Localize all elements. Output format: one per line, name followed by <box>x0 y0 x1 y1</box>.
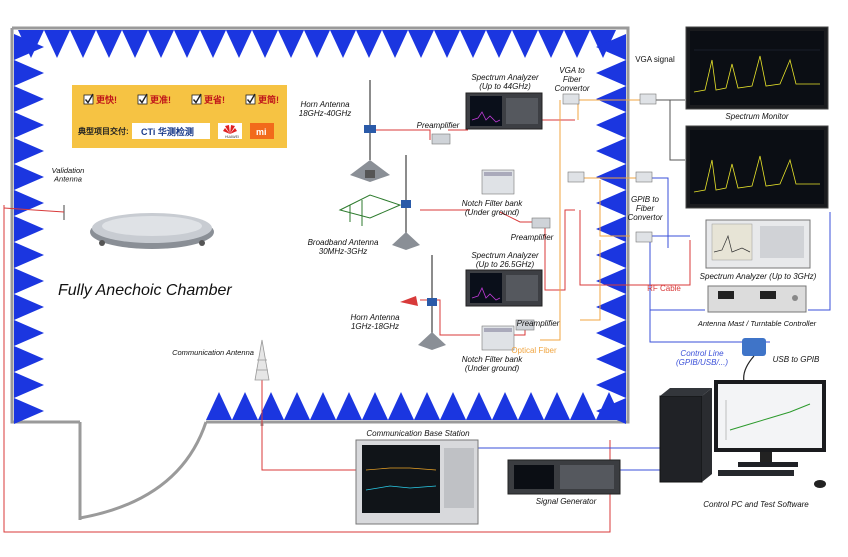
preamplifier-1 <box>431 133 451 145</box>
label-spec-44: Spectrum Analyzer(Up to 44GHz) <box>471 73 539 91</box>
vga-fiber-convertor-b <box>639 93 657 105</box>
promo-item-0: 更快! <box>96 94 117 105</box>
label-preamp-1: Preamplifier <box>417 121 460 130</box>
huawei-logo-text: HUAWEI <box>225 135 239 139</box>
huawei-logo-icon <box>223 125 237 134</box>
vga-fiber-convertor-a <box>562 93 580 105</box>
promo-item-2: 更省! <box>204 94 225 105</box>
label-communication-antenna: Communication Antenna <box>172 348 254 357</box>
spectrum-analyzer-26ghz <box>465 269 543 307</box>
label-notch-2: Notch Filter bank(Under ground) <box>462 355 523 373</box>
cti-logo <box>132 123 210 139</box>
label-notch-1: Notch Filter bank(Under ground) <box>462 199 523 217</box>
promo-checkbox-icon <box>137 94 148 105</box>
promo-item-1: 更准! <box>150 94 171 105</box>
label-control-pc: Control PC and Test Software <box>703 500 809 509</box>
label-spec-3: Spectrum Analyzer (Up to 3GHz) <box>700 272 817 281</box>
label-base-station: Communication Base Station <box>366 429 470 438</box>
horn-antenna-high <box>350 80 390 182</box>
promo-checkbox-icon <box>83 94 94 105</box>
label-optical-fiber: Optical Fiber <box>511 346 557 355</box>
check-icon <box>192 93 202 104</box>
preamplifier-2 <box>531 217 551 229</box>
broadband-antenna <box>338 155 420 250</box>
label-preamp-2: Preamplifier <box>511 233 554 242</box>
gpib-fiber-convertor-b <box>635 231 653 243</box>
huawei-logo <box>218 123 242 139</box>
antenna-mast-controller <box>707 285 807 313</box>
control-pc <box>659 380 826 488</box>
label-rf-cable: RF Cable <box>647 284 681 293</box>
notch-filter-bank-2 <box>481 325 515 351</box>
clients-label: 典型项目交付: <box>78 126 129 136</box>
usb-gpib-adapter <box>742 338 766 386</box>
chamber-title: Fully Anechoic Chamber <box>58 282 232 299</box>
label-preamp-3: Preamplifier <box>517 319 560 328</box>
spectrum-analyzer-3ghz <box>705 219 811 269</box>
cables <box>3 99 831 533</box>
absorber-wedges <box>14 30 626 424</box>
spectrum-monitor-1 <box>685 26 829 110</box>
communication-antenna <box>254 339 270 381</box>
label-control-line: Control Line(GPIB/USB/...) <box>676 349 728 367</box>
label-mast-controller: Antenna Mast / Turntable Controller <box>697 319 817 328</box>
label-usb-gpib: USB to GPIB <box>773 355 820 364</box>
notch-filter-bank-1 <box>481 169 515 195</box>
promo-item-3: 更简! <box>258 94 279 105</box>
label-signal-generator: Signal Generator <box>536 497 597 506</box>
promo-banner: 更快! 更准! 更省! 更简! 典型项目交付: CTi 华测检测 HUAWEI mi <box>72 85 287 148</box>
promo-checkbox-icon <box>191 94 202 105</box>
promo-checkbox-icon <box>245 94 256 105</box>
cti-logo-text: CTi 华测检测 <box>141 126 194 137</box>
turntable <box>90 213 214 249</box>
spectrum-monitor-2 <box>685 125 829 209</box>
check-icon <box>84 93 94 104</box>
label-spectrum-monitor: Spectrum Monitor <box>725 112 788 121</box>
label-spec-265: Spectrum Analyzer(Up to 26.5GHz) <box>471 251 539 269</box>
signal-generator <box>507 459 621 495</box>
fiber-convertor-c <box>567 171 585 183</box>
spectrum-analyzer-44ghz <box>465 92 543 130</box>
check-icon <box>138 93 148 104</box>
check-icon <box>246 93 256 104</box>
horn-antenna-low <box>400 255 446 350</box>
gpib-fiber-convertor-a <box>635 171 653 183</box>
communication-base-station <box>355 439 479 525</box>
preamplifier-3 <box>515 319 535 331</box>
mi-logo-text: mi <box>256 127 267 137</box>
label-vga-signal: VGA signal <box>635 55 675 64</box>
mi-logo <box>250 123 274 139</box>
